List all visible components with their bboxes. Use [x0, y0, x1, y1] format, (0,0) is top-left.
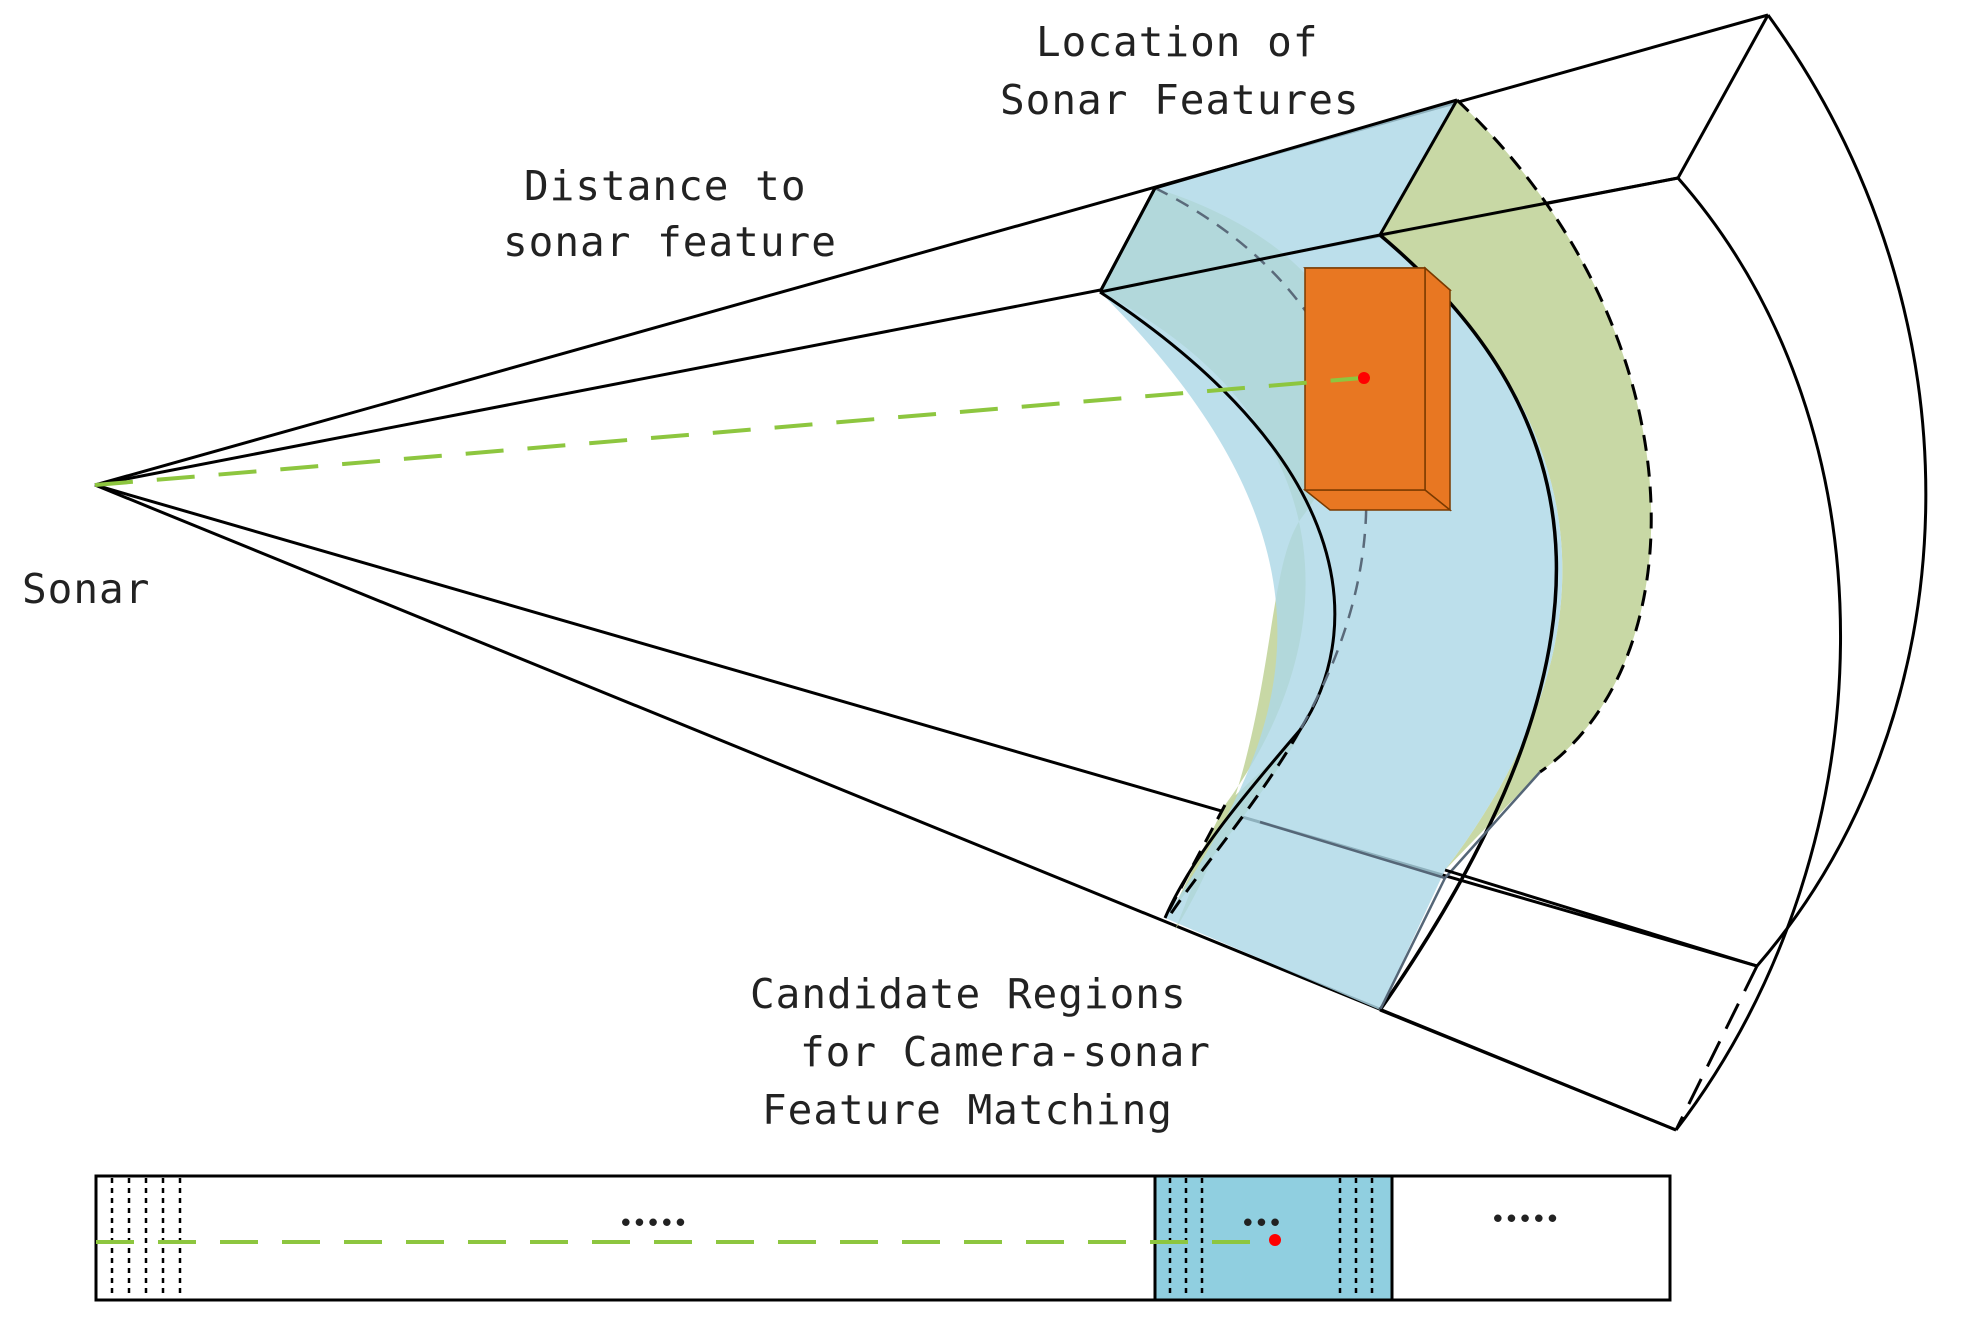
- frustum-far-arc-inner: [1674, 177, 1842, 1131]
- candidate-bottom-hidden-2: [1444, 771, 1541, 879]
- candidate-top-inner: [1099, 233, 1381, 294]
- frustum-edge-lower: [94, 483, 1758, 968]
- frustum-far-bottom-hidden: [1674, 965, 1759, 1131]
- candidate-inner-arc: [1099, 290, 1337, 919]
- strip-left-lines: [110, 1178, 182, 1298]
- frustum-far-arc-outer: [1755, 14, 1928, 967]
- label-location-line-1: Location of: [1036, 18, 1319, 66]
- candidate-mid-arc: [1378, 233, 1559, 1011]
- chord-upper-2: [1379, 176, 1679, 237]
- label-candidate-line-1: Candidate Regions: [750, 970, 1187, 1018]
- strip-ellipsis-left: •••••: [618, 1209, 686, 1239]
- sonar-image-strip: ••••• ••• •••••: [94, 1174, 1672, 1302]
- label-distance-line-2: sonar feature: [503, 218, 837, 266]
- far-shell-outer-edge: [1455, 98, 1653, 774]
- strip-band-lines: [1168, 1178, 1374, 1298]
- frustum-chords: [1098, 176, 1758, 1132]
- label-candidate-line-3: Feature Matching: [762, 1086, 1173, 1134]
- strip-feature-point: [1269, 1234, 1281, 1246]
- label-sonar: Sonar: [22, 565, 150, 613]
- strip-ellipsis-right: •••••: [1490, 1205, 1558, 1235]
- strip-ellipsis-middle: •••: [1240, 1209, 1281, 1239]
- candidate-top-right: [1378, 99, 1459, 236]
- object-bottom-face: [1302, 489, 1453, 511]
- candidate-bottom-hidden-3: [1378, 877, 1447, 1011]
- frustum-edge-top: [94, 13, 1769, 487]
- label-candidate-line-2: for Camera-sonar: [800, 1028, 1211, 1076]
- label-location-line-2: Sonar Features: [1000, 76, 1360, 124]
- candidate-lower-curve: [1168, 729, 1302, 916]
- chord-upper-1: [1098, 187, 1157, 293]
- object-side-face: [1424, 266, 1451, 512]
- frustum-far-top: [1676, 14, 1770, 179]
- target-object: [1302, 266, 1453, 512]
- strip-frame: [94, 1174, 1672, 1302]
- sonar-feature-point: [1358, 372, 1370, 384]
- chord-lower-1: [1444, 868, 1758, 968]
- label-distance-line-1: Distance to: [524, 162, 807, 210]
- candidate-bottom-hidden-1: [1259, 820, 1446, 880]
- sonar-ray: [94, 376, 1363, 487]
- candidate-top-edge: [1154, 98, 1458, 190]
- candidate-bottom-left: [1163, 804, 1227, 919]
- chord-lower-2: [1379, 1008, 1677, 1132]
